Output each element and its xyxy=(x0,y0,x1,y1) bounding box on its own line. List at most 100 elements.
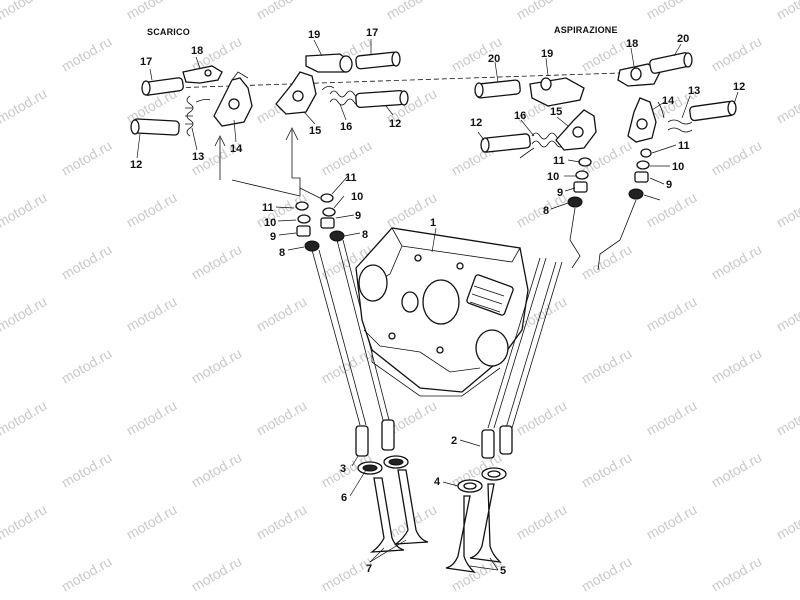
intake-guide-line-b xyxy=(505,261,557,429)
callout-10-exhaust-b: 10 xyxy=(351,191,363,203)
exhaust-guide-line-a xyxy=(311,249,361,426)
intake-guide-line-a xyxy=(487,257,541,429)
callout-19-exhaust: 19 xyxy=(308,29,320,41)
callout-10-exhaust-a: 10 xyxy=(264,217,276,229)
exhaust-guide-line-b xyxy=(336,239,384,421)
watermark-text: motod.ru xyxy=(0,501,49,542)
intake-spring-13 xyxy=(657,101,693,133)
callout-8-exhaust-b: 8 xyxy=(362,229,368,241)
intake-guide-line-b2 xyxy=(511,261,563,429)
watermark-text: motod.ru xyxy=(124,293,180,334)
watermark-text: motod.ru xyxy=(709,137,765,178)
watermark-text: motod.ru xyxy=(579,449,635,490)
callout-14-intake: 14 xyxy=(662,95,675,107)
callout-6: 6 xyxy=(341,492,347,504)
watermark-text: motod.ru xyxy=(254,501,310,542)
callout-3: 3 xyxy=(340,463,346,475)
exhaust-stack-a xyxy=(295,201,320,252)
watermark-text: motod.ru xyxy=(0,189,49,230)
intake-leader-steps-a xyxy=(569,207,581,269)
exhaust-valve-guides-3 xyxy=(355,419,395,457)
watermark-text: motod.ru xyxy=(0,397,49,438)
exhaust-pin-12-left xyxy=(130,118,180,136)
callout-13-exhaust: 13 xyxy=(192,151,204,163)
callout-11-exhaust-b: 11 xyxy=(345,172,357,184)
callout-12-exhaust-b: 12 xyxy=(389,118,401,130)
callout-1: 1 xyxy=(430,217,436,229)
watermark-text: motod.ru xyxy=(709,241,765,282)
exhaust-leader-steps xyxy=(231,179,321,199)
up-arrow-right xyxy=(285,127,299,178)
exhaust-pin-17-right xyxy=(355,51,401,70)
watermark-text: motod.ru xyxy=(189,241,245,282)
watermark-text: motod.ru xyxy=(254,0,310,23)
intake-stack-b xyxy=(628,148,652,200)
watermark-text: motod.ru xyxy=(59,33,115,74)
callout-11-intake-a: 11 xyxy=(553,155,565,167)
exhaust-rocker-arm-14 xyxy=(213,71,253,127)
watermark-text: motod.ru xyxy=(254,293,310,334)
watermark-text: motod.ru xyxy=(124,397,180,438)
watermark-text: motod.ru xyxy=(774,85,800,126)
watermark-text: motod.ru xyxy=(709,345,765,386)
exhaust-seats-6 xyxy=(357,455,409,475)
callout-16-intake: 16 xyxy=(514,110,526,122)
callout-15-intake: 15 xyxy=(550,106,562,118)
watermark-text: motod.ru xyxy=(774,397,800,438)
watermark-text: motod.ru xyxy=(59,553,115,594)
callout-17-exhaust-a: 17 xyxy=(140,56,152,68)
callout-15-exhaust: 15 xyxy=(309,125,321,137)
exhaust-pin-17-left xyxy=(141,77,184,96)
cylinder-head-1 xyxy=(355,227,529,397)
exhaust-leader-steps-2 xyxy=(292,177,301,190)
watermark-text: motod.ru xyxy=(579,553,635,594)
up-arrow-left xyxy=(214,135,226,180)
watermark-text: motod.ru xyxy=(59,449,115,490)
callout-8-exhaust-a: 8 xyxy=(279,247,285,259)
leader-lines xyxy=(136,39,739,571)
watermark-text: motod.ru xyxy=(0,0,49,23)
watermark-text: motod.ru xyxy=(514,0,570,23)
watermark-text: motod.ru xyxy=(124,189,180,230)
watermark-text: motod.ru xyxy=(774,189,800,230)
intake-valves-5 xyxy=(445,483,502,573)
intake-leader-steps-b xyxy=(597,199,637,271)
callout-9-exhaust-a: 9 xyxy=(270,231,276,243)
watermark-text: motod.ru xyxy=(59,241,115,282)
intake-pin-12-right xyxy=(689,100,737,122)
watermark-text: motod.ru xyxy=(644,189,700,230)
callout-7: 7 xyxy=(366,563,372,575)
watermark-text: motod.ru xyxy=(189,345,245,386)
exhaust-rocker-18 xyxy=(182,65,223,84)
callout-20-intake-b: 20 xyxy=(677,33,689,45)
callout-12-exhaust-a: 12 xyxy=(130,159,142,171)
intake-guide-line-a2 xyxy=(493,257,547,429)
callout-11-intake-b: 11 xyxy=(678,140,690,152)
watermark-text: motod.ru xyxy=(774,293,800,334)
callout-12-intake-a: 12 xyxy=(470,117,482,129)
watermark-text: motod.ru xyxy=(709,33,765,74)
watermark-text: motod.ru xyxy=(384,0,440,23)
callout-5: 5 xyxy=(500,565,506,577)
watermark-text: motod.ru xyxy=(0,85,49,126)
watermark-text: motod.ru xyxy=(59,345,115,386)
watermark-text: motod.ru xyxy=(709,449,765,490)
intake-valve-guides-2 xyxy=(481,425,513,459)
intake-pin-20-left xyxy=(474,79,521,99)
intake-rocker-arm-15 xyxy=(555,109,597,151)
exhaust-pin-12-right xyxy=(355,89,409,109)
exhaust-valves-7 xyxy=(369,469,429,553)
watermark-text: motod.ru xyxy=(709,553,765,594)
callout-4: 4 xyxy=(434,476,441,488)
intake-pin-20-right xyxy=(649,52,693,74)
callout-2: 2 xyxy=(451,435,457,447)
callout-12-intake-b: 12 xyxy=(733,81,745,93)
callout-11-exhaust-a: 11 xyxy=(262,202,274,214)
callout-16-exhaust: 16 xyxy=(340,121,352,133)
watermark-text: motod.ru xyxy=(124,0,180,23)
callout-17-exhaust-b: 17 xyxy=(366,27,378,39)
intake-rocker-19 xyxy=(529,77,585,107)
exhaust-spring-13 xyxy=(185,95,211,137)
intake-header: ASPIRAZIONE xyxy=(554,25,618,35)
